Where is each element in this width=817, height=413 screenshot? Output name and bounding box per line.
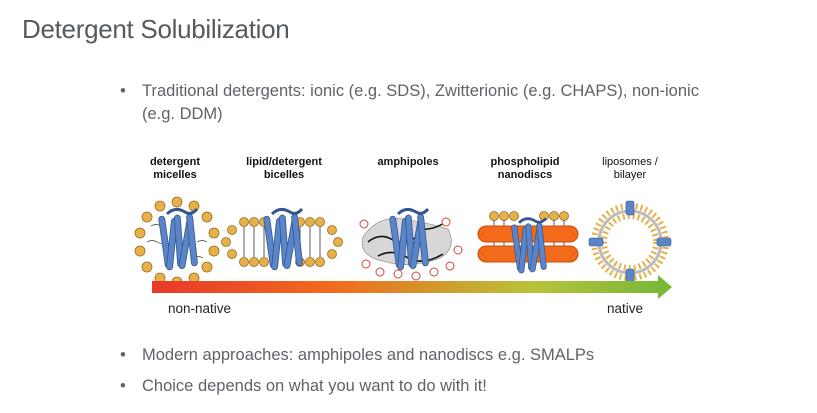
bullet-text: Modern approaches: amphipoles and nanodi…: [142, 346, 595, 364]
figure-illustrations: [134, 196, 672, 299]
native-scale-arrow: [152, 275, 672, 299]
liposome-illustration: [588, 200, 672, 284]
bullet-text: Traditional detergents: ionic (e.g. SDS)…: [142, 82, 699, 123]
page-title: Detergent Solubilization: [22, 14, 290, 44]
bullet-marker: •: [120, 377, 126, 395]
bullet-marker: •: [120, 346, 126, 364]
bicelle-illustration: [221, 209, 343, 270]
panel-label-amphipoles: amphipoles: [377, 156, 439, 168]
amphipol-illustration: [359, 209, 463, 281]
bullet-text: Choice depends on what you want to do wi…: [142, 377, 487, 395]
micelle-illustration: [134, 196, 220, 288]
panel-label-liposomes: liposomes /bilayer: [602, 156, 658, 181]
bullet-marker: •: [120, 82, 126, 100]
nanodisc-illustration: [477, 211, 579, 274]
scale-label-native: native: [607, 301, 644, 316]
scale-label-non-native: non-native: [168, 301, 232, 316]
